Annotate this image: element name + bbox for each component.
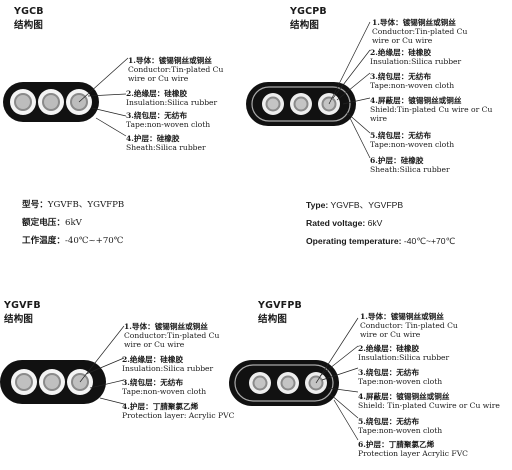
label-tape-outer: 5.绕包层：无纺布 Tape:non-woven cloth <box>370 131 455 149</box>
leader-lines <box>79 325 125 405</box>
label-insulation: 2.绝缘层：硅橡胶 Insulation:Silica rubber <box>126 89 218 107</box>
cable-cross-section <box>3 57 129 137</box>
label-tape-outer: 5.绕包层：无纺布 Tape:non-woven cloth <box>358 417 443 435</box>
label-insulation: 2.绝缘层：硅橡胶 Insulation:Silica rubber <box>122 355 214 373</box>
spec-type-cn: 型号：YGVFB、YGVFPB <box>22 200 125 210</box>
cores <box>262 93 340 115</box>
label-conductor: 1.导体：镀锡铜丝或铜丝 Conductor:Tin-plated Cu wir… <box>372 18 468 45</box>
label-tape: 3.绕包层：无纺布 Tape:non-woven cloth <box>122 378 207 396</box>
label-protection: 4.护层：丁腈聚氯乙烯 Protection layer: Acrylic PV… <box>122 402 235 420</box>
label-conductor: 1.导体：镀锡铜丝或铜丝 Conductor: Tin-plated Cu wi… <box>360 312 458 339</box>
cores <box>10 89 92 115</box>
shield <box>234 364 334 402</box>
label-tape: 3.绕包层：无纺布 Tape:non-woven cloth <box>126 111 211 129</box>
diagram-title: YGVFB 结构图 <box>4 300 41 325</box>
leader-lines <box>315 317 359 441</box>
cores <box>249 372 327 394</box>
label-conductor: 1.导体：镀锡铜丝或铜丝 Conductor:Tin-plated Cu wir… <box>128 56 224 83</box>
spec-temp-en: Operating temperature: -40℃~+70℃ <box>306 236 456 246</box>
label-tape: 3.绕包层：无纺布 Tape:non-woven cloth <box>358 368 443 386</box>
cores <box>11 369 93 395</box>
label-conductor: 1.导体：镀锡铜丝或铜丝 Conductor:Tin-plated Cu wir… <box>124 322 220 349</box>
diagram-title: YGCB 结构图 <box>14 6 44 31</box>
label-tape: 3.绕包层：无纺布 Tape:non-woven cloth <box>370 72 455 90</box>
label-sheath: 4.护层：硅橡胶 Sheath:Silica rubber <box>126 134 206 152</box>
label-insulation: 2.绝缘层：硅橡胶 Insulation:Silica rubber <box>370 48 462 66</box>
diagram-title: YGVFPB 结构图 <box>258 300 302 325</box>
cable-cross-section <box>0 325 125 405</box>
label-sheath: 6.护层：硅橡胶 Sheath:Silica rubber <box>370 156 450 174</box>
label-protection: 6.护层：丁腈聚氯乙烯 Protection layer Acrylic FVC <box>358 440 468 458</box>
label-insulation: 2.绝缘层：硅橡胶 Insulation:Silica rubber <box>358 344 450 362</box>
diagram-title: YGCPB 结构图 <box>290 6 327 31</box>
spec-voltage-cn: 额定电压：6kV <box>22 218 82 228</box>
spec-voltage-en: Rated voltage: 6kV <box>306 218 383 228</box>
spec-temp-cn: 工作温度：-40℃~+70℃ <box>22 236 124 246</box>
cable-cross-section <box>246 21 371 159</box>
label-shield: 4.屏蔽层：镀锡铜丝或铜丝 Shield:Tin-plated Cu wire … <box>370 96 493 123</box>
leader-lines <box>78 57 129 137</box>
leader-lines <box>328 21 371 159</box>
spec-type-en: Type: YGVFB、YGVFPB <box>306 200 404 210</box>
shield <box>251 86 351 122</box>
cable-cross-section <box>229 317 359 441</box>
label-shield: 4.屏蔽层：镀锡铜丝或铜丝 Shield: Tin-plated Cuwire … <box>358 392 500 410</box>
